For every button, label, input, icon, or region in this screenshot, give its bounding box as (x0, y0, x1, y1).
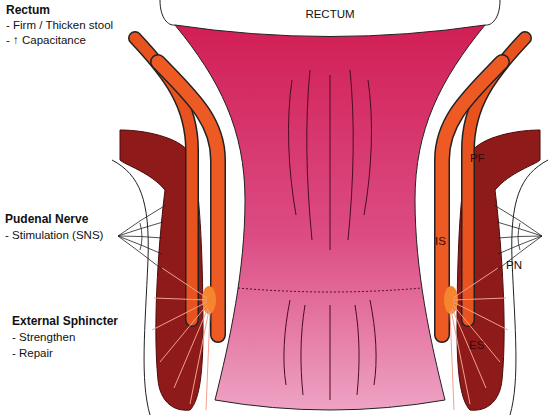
fold-line (355, 305, 359, 395)
rectal-wall-outline (160, 0, 175, 25)
annotation-item: - Repair (12, 346, 53, 360)
annotation-heading: Pudenal Nerve (5, 212, 88, 226)
part-label: ES (469, 338, 484, 352)
fibre-line (152, 302, 207, 330)
fold-line (370, 300, 376, 385)
skin-outline (112, 160, 150, 415)
fibre-line (154, 298, 207, 300)
muscle-outline (158, 62, 218, 335)
part-label: PF (470, 151, 485, 165)
part-label: PN (506, 258, 522, 272)
nerve-branch (118, 236, 162, 254)
internal-sphincter (158, 62, 218, 335)
annotation-item: - Stimulation (SNS) (5, 228, 103, 242)
fold-line (307, 70, 312, 240)
fold-line (364, 80, 371, 215)
annotation-item: - ↑ Capacitance (6, 33, 86, 47)
annotation-item: - Strengthen (12, 330, 75, 344)
fold-line (330, 305, 331, 400)
mucosal-folds (238, 70, 422, 400)
fibre-line (206, 312, 210, 410)
pudendal-nerve (118, 205, 166, 270)
wall-half (112, 0, 218, 415)
nerve-branch (118, 236, 163, 270)
fold-line (330, 75, 331, 250)
nerve-branch (140, 223, 142, 250)
part-label: IS (435, 234, 446, 248)
fold-line (301, 305, 305, 395)
annotation-heading: Rectum (6, 3, 50, 17)
fold-line (348, 70, 353, 240)
dentate-line (238, 288, 422, 292)
fold-line (289, 80, 296, 215)
fibre-line (190, 310, 209, 404)
part-label: RECTUM (305, 7, 354, 21)
wall-half-mirror (442, 0, 548, 415)
annotation-item: - Firm / Thicken stool (6, 18, 113, 32)
fibre-line (174, 308, 208, 388)
fibre-line (162, 268, 207, 298)
fold-line (284, 300, 290, 385)
annotation-heading: External Sphincter (12, 314, 118, 328)
muscle-fibres (152, 268, 210, 410)
nerve-branch (118, 236, 162, 238)
